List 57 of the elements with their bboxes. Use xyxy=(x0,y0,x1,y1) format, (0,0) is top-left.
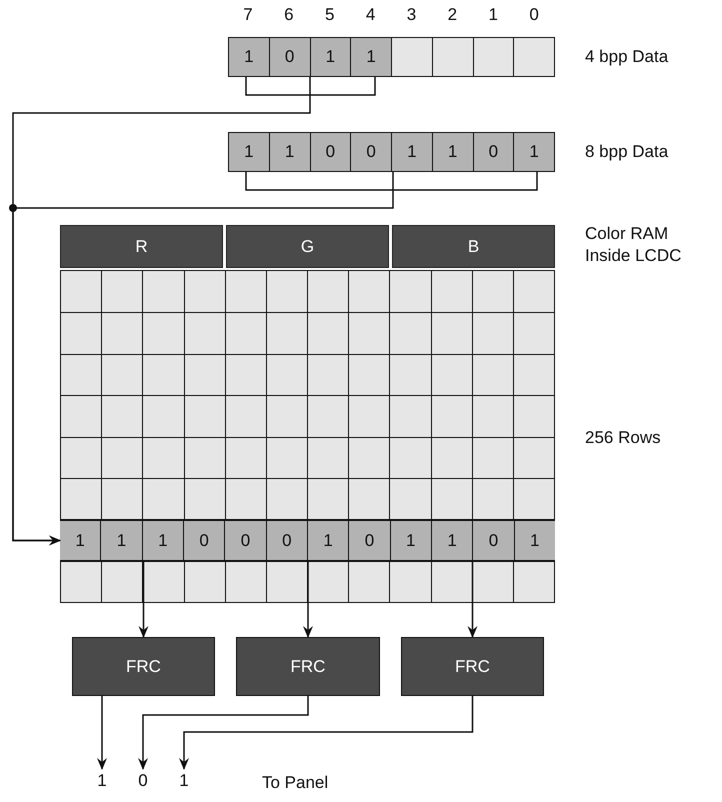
block-label: 8 bpp Data xyxy=(585,141,668,163)
bit-number: 5 xyxy=(324,4,336,26)
bit-value: 1 xyxy=(350,38,391,76)
frc-block: FRC xyxy=(236,637,380,696)
bit-value: 1 xyxy=(430,521,472,560)
bit-number: 0 xyxy=(528,4,540,26)
bit-value: 0 xyxy=(350,133,391,171)
bit-value: 1 xyxy=(391,133,432,171)
bit-value: 1 xyxy=(229,133,269,171)
output-label: To Panel xyxy=(262,772,328,794)
bit-value: 0 xyxy=(348,521,390,560)
arrow xyxy=(468,561,478,638)
bit-value: 1 xyxy=(306,521,348,560)
frc-block: FRC xyxy=(72,637,215,696)
output-bit: 1 xyxy=(176,771,192,793)
arrow xyxy=(138,696,309,770)
bit-value: 1 xyxy=(268,133,310,171)
bit-value: 1 xyxy=(60,521,100,560)
bit-value: 0 xyxy=(266,521,307,560)
bit-value: 0 xyxy=(472,133,514,171)
block-label: 256 Rows xyxy=(585,427,661,449)
bit-value: 0 xyxy=(310,133,350,171)
channel-header: B xyxy=(392,225,555,268)
bit-value: 1 xyxy=(514,521,555,560)
channel-header: R xyxy=(60,225,223,268)
bit-value: 0 xyxy=(182,521,224,560)
block-label: Color RAM Inside LCDC xyxy=(585,223,682,267)
bit-number: 6 xyxy=(283,4,295,26)
bit-value: 0 xyxy=(224,521,266,560)
bit-number: 4 xyxy=(364,4,376,26)
bit-value: 1 xyxy=(310,38,350,76)
frc-block: FRC xyxy=(401,637,544,696)
arrow xyxy=(12,172,394,546)
register xyxy=(228,132,555,172)
output-bit: 1 xyxy=(94,771,110,793)
bit-number: 1 xyxy=(488,4,499,26)
bit-value: 1 xyxy=(229,38,269,76)
arrow xyxy=(303,561,313,638)
arrow xyxy=(138,561,148,638)
arrow xyxy=(97,696,107,770)
bit-value: 1 xyxy=(432,133,472,171)
output-bit: 0 xyxy=(135,771,151,793)
channel-header: G xyxy=(226,225,389,268)
bit-number: 2 xyxy=(446,4,458,26)
color-ram-table xyxy=(60,225,555,603)
bit-value: 0 xyxy=(472,521,514,560)
bit-number: 7 xyxy=(242,4,254,26)
bit-value: 1 xyxy=(513,133,554,171)
bit-value: 1 xyxy=(100,521,142,560)
arrow xyxy=(179,696,474,770)
block-label: 4 bpp Data xyxy=(585,46,668,68)
ram-row xyxy=(60,520,555,561)
bit-number: 3 xyxy=(406,4,418,26)
bit-value: 0 xyxy=(268,38,310,76)
bit-value: 1 xyxy=(142,521,183,560)
bit-value: 1 xyxy=(390,521,431,560)
register xyxy=(228,37,555,77)
